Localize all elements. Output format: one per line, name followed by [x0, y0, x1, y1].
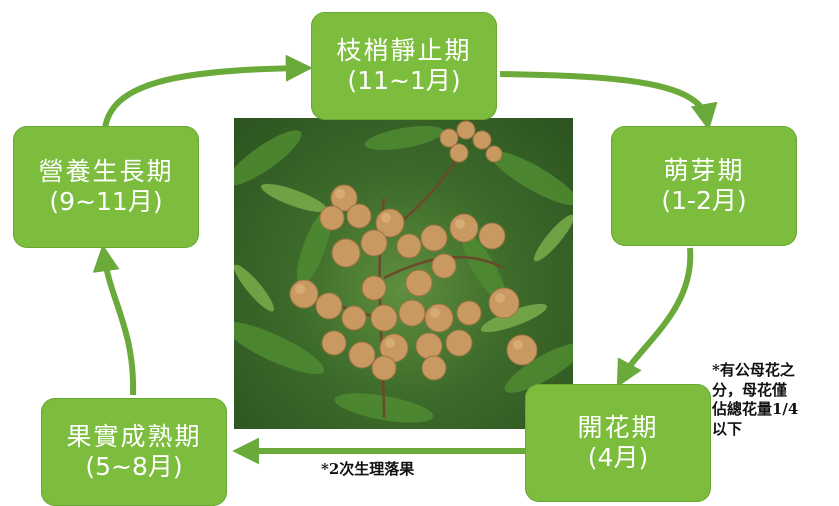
arrow-fruiting-to-vegetative [92, 244, 137, 396]
stage-flowering: 開花期 (4月) [525, 384, 711, 502]
stage-period: (1-2月) [661, 186, 747, 215]
arrow-dormant-to-budding [499, 71, 718, 131]
stage-budding: 萌芽期 (1-2月) [611, 126, 797, 246]
note-line: 佔總花量1/4 [712, 400, 799, 418]
stage-period: (4月) [587, 443, 649, 472]
stage-vegetative: 營養生長期 (9~11月) [13, 126, 199, 248]
stage-fruiting: 果實成熟期 (5~8月) [41, 398, 227, 506]
stage-name: 枝梢靜止期 [336, 35, 472, 65]
stage-period: (9~11月) [49, 187, 163, 216]
stage-period: (5~8月) [85, 452, 183, 481]
fruit-drop-note: *2次生理落果 [321, 460, 415, 478]
note-line: 以下 [712, 419, 743, 438]
flower-sex-note: *有公母花之 分，母花僅 佔總花量1/4 以下 [712, 361, 837, 439]
stage-name: 果實成熟期 [66, 421, 202, 451]
stage-period: (11~1月) [347, 66, 461, 95]
stage-dormant: 枝梢靜止期 (11~1月) [311, 12, 497, 120]
longan-photo [234, 118, 573, 429]
stage-name: 開花期 [577, 412, 659, 442]
note-line: 分，母花僅 [712, 380, 788, 399]
arrow-vegetative-to-dormant [102, 54, 313, 129]
stage-name: 萌芽期 [663, 155, 745, 185]
stage-name: 營養生長期 [38, 156, 174, 186]
arrow-budding-to-flowering [616, 247, 694, 388]
note-line: *有公母花之 [712, 361, 795, 379]
